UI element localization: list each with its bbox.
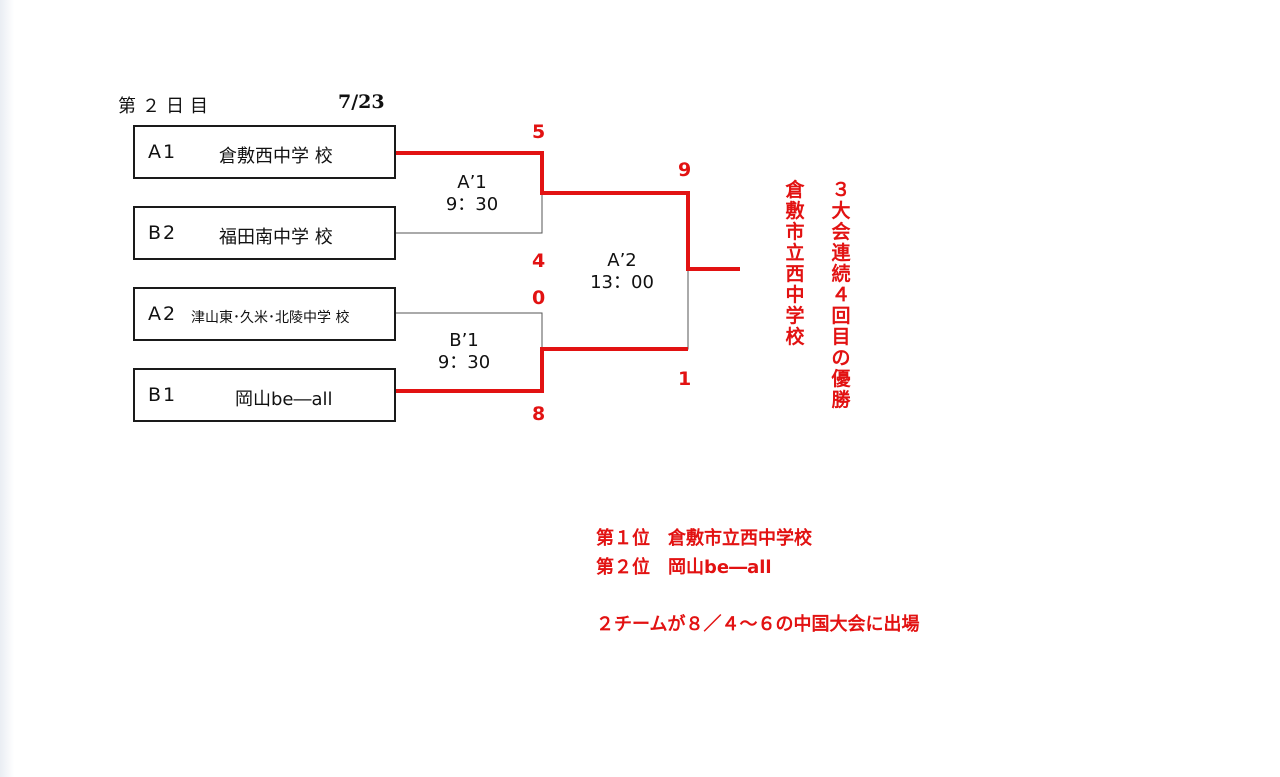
team-seed: B1 — [148, 384, 178, 406]
match-a1: A’1 9：30 — [432, 172, 512, 216]
team-box-b1: B1 岡山be―all — [133, 368, 396, 422]
qualification-note: ２チームが８／４～６の中国大会に出場 — [596, 614, 920, 635]
team-seed: B2 — [148, 222, 178, 244]
match-a2: A’2 13：00 — [582, 250, 662, 294]
score-b1: 8 — [532, 403, 546, 425]
line-a2-to-b1match — [396, 312, 543, 349]
match-b1: B’1 9：30 — [424, 330, 504, 374]
champion-name: 倉敷市立西中学校 — [785, 179, 805, 348]
scan-edge-shadow — [0, 0, 14, 777]
match-label: A’1 — [457, 172, 487, 193]
score-a2: 0 — [532, 287, 546, 309]
team-seed: A1 — [148, 141, 178, 163]
date-label: 7/23 — [338, 91, 385, 113]
match-label: A’2 — [607, 250, 637, 271]
team-name: 福田南中学 校 — [219, 227, 333, 248]
result-first-place: 第１位 倉敷市立西中学校 — [596, 528, 812, 549]
line-a1-winner — [396, 151, 740, 271]
match-label: B’1 — [449, 330, 479, 351]
champion-note: ３大会連続４回目の優勝 — [831, 179, 851, 411]
team-name: 倉敷西中学 校 — [219, 146, 333, 167]
line-b1-winner — [396, 347, 688, 393]
team-box-b2: B2 福田南中学 校 — [133, 206, 396, 260]
result-second-place: 第２位 岡山be―all — [596, 557, 772, 578]
match-time: 9：30 — [437, 352, 491, 373]
score-a1: 5 — [532, 121, 546, 143]
team-seed: A2 — [148, 303, 178, 325]
day-label: 第２日目 — [118, 96, 214, 117]
match-time: 9：30 — [445, 194, 499, 215]
score-b2: 4 — [532, 250, 546, 272]
team-name: 岡山be―all — [235, 389, 333, 410]
team-name: 津山東･久米･北陵中学 校 — [191, 310, 350, 326]
score-final-top: 9 — [678, 159, 692, 181]
score-final-bottom: 1 — [678, 368, 692, 390]
line-b2-to-a1match — [396, 193, 543, 234]
match-time: 13：00 — [590, 272, 654, 293]
team-box-a1: A1 倉敷西中学 校 — [133, 125, 396, 179]
team-box-a2: A2 津山東･久米･北陵中学 校 — [133, 287, 396, 341]
